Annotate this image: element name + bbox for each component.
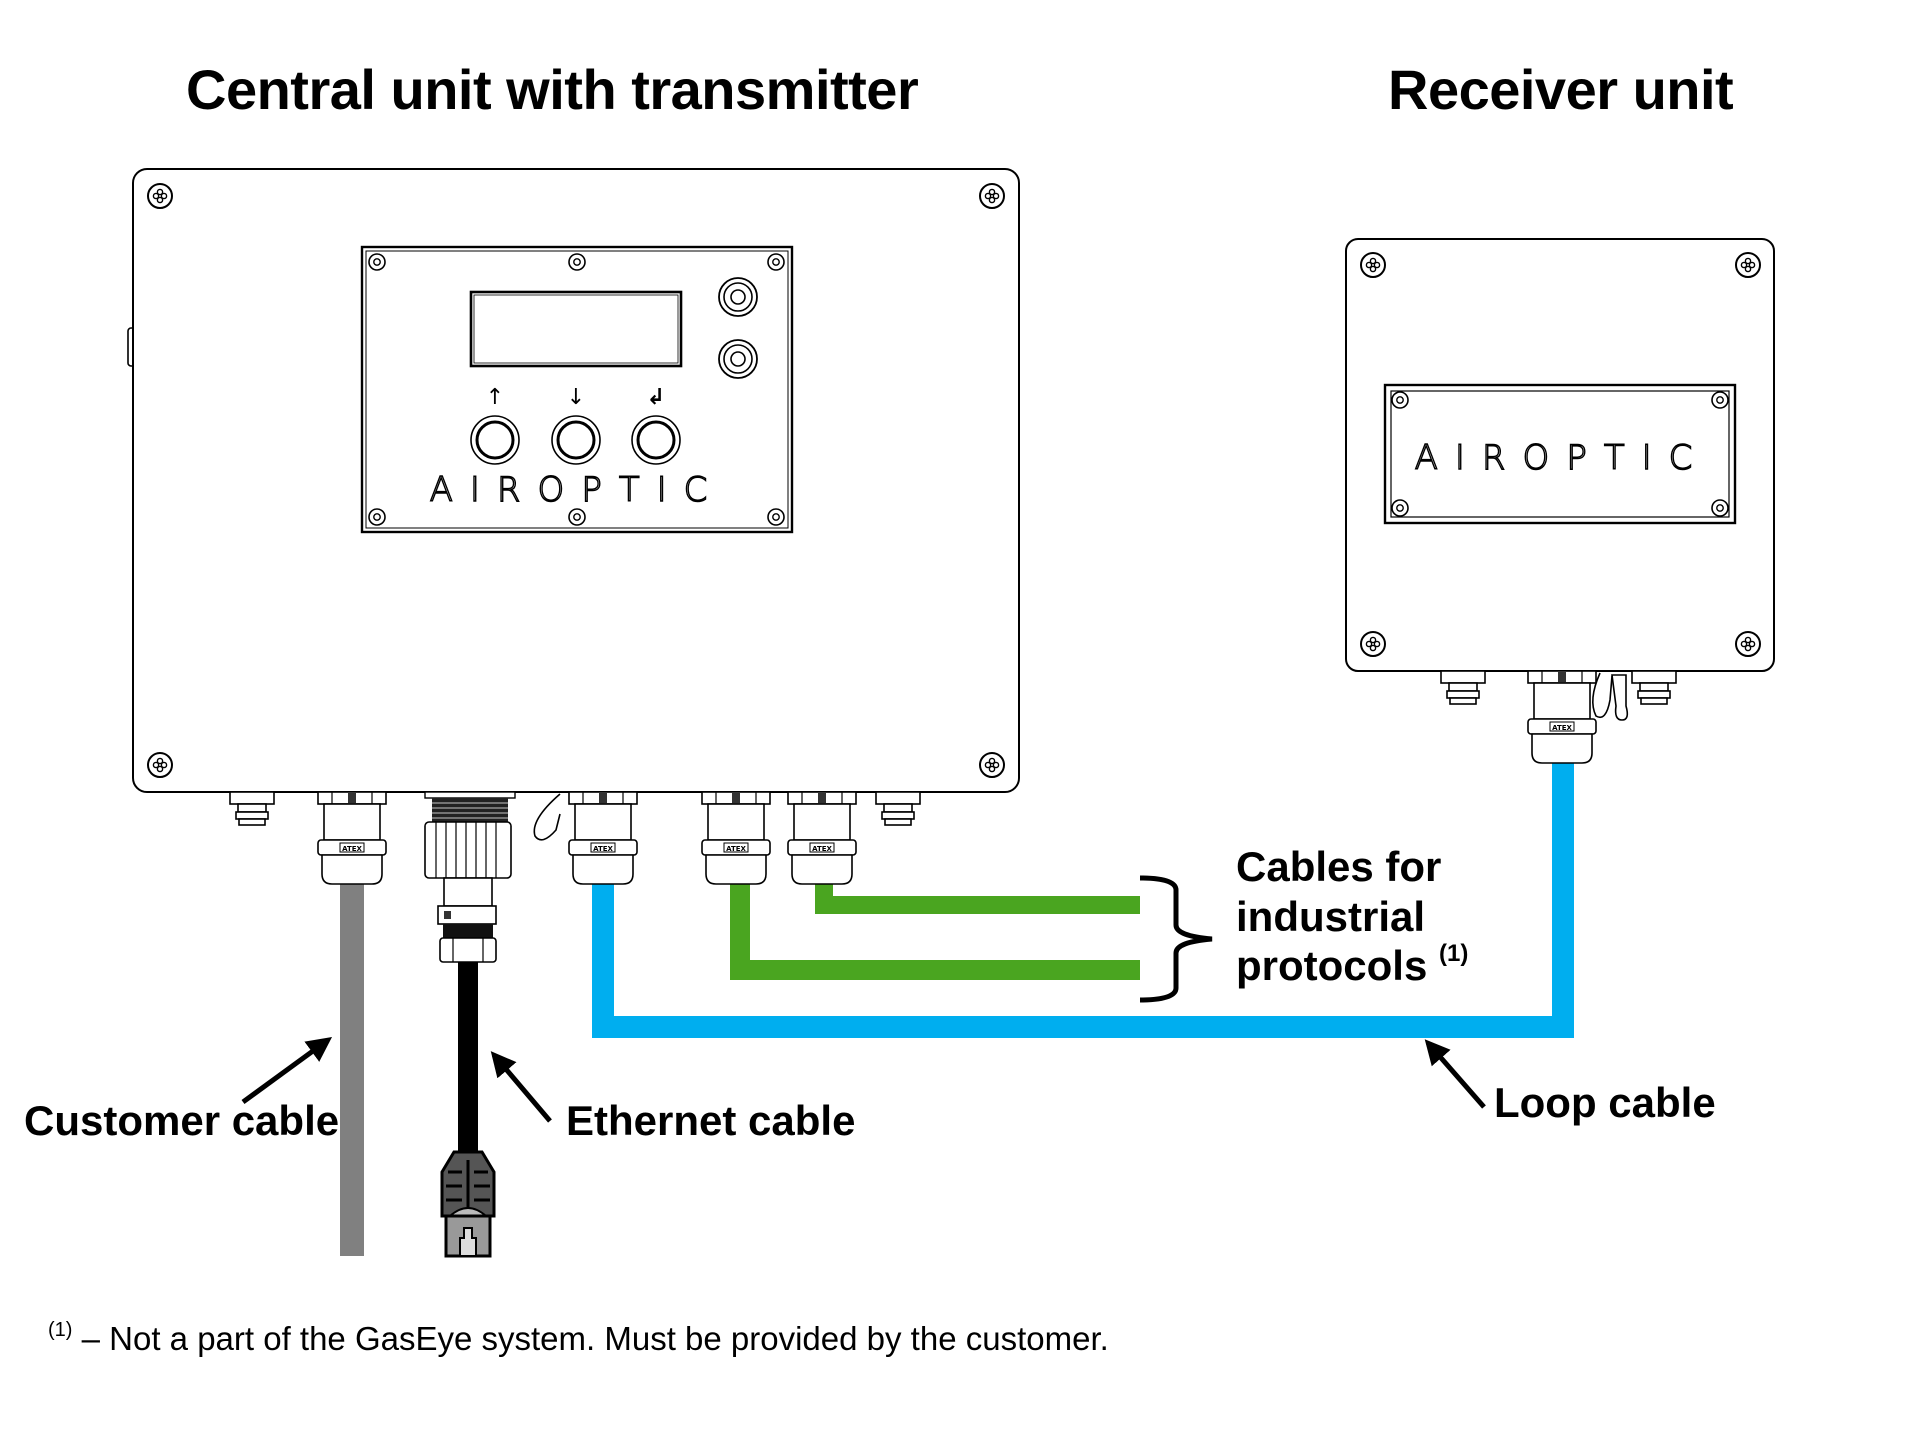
loop-cable-label: Loop cable	[1494, 1079, 1716, 1126]
cable-gland-loop	[568, 791, 638, 885]
cable-gland-industrial-2	[787, 791, 857, 885]
industrial-cable-2	[815, 866, 1140, 914]
vent-plug-icon	[1440, 670, 1486, 705]
customer-cable-arrow	[241, 1037, 333, 1105]
screw-icon	[767, 253, 785, 271]
vent-plug-icon	[1631, 670, 1677, 705]
cable-gland-industrial-1	[701, 791, 771, 885]
brand-plate: AIROPTIC	[1383, 383, 1737, 525]
screw-icon	[1360, 252, 1386, 278]
screw-icon	[767, 508, 785, 526]
rj45-plug-icon	[440, 1150, 496, 1258]
industrial-label-line-3: protocols (1)	[1236, 940, 1469, 991]
screw-icon	[147, 752, 173, 778]
cable-gland-loop-receiver	[1527, 670, 1597, 764]
receiver-unit-title: Receiver unit	[1388, 58, 1734, 121]
screw-icon	[368, 253, 386, 271]
ethernet-cable	[458, 960, 478, 1160]
screw-icon	[1735, 252, 1761, 278]
footnote: (1) – Not a part of the GasEye system. M…	[48, 1319, 1109, 1358]
footnote-text: – Not a part of the GasEye system. Must …	[81, 1320, 1109, 1357]
screw-icon	[979, 183, 1005, 209]
down-button[interactable]	[551, 415, 601, 465]
vent-plug-icon	[229, 791, 275, 826]
gland-cap-strap	[1592, 672, 1613, 719]
brand-logo: AIROPTIC	[430, 470, 725, 510]
arrow-up-icon: ↑	[486, 385, 504, 410]
ethernet-cable-arrow	[490, 1051, 552, 1123]
screw-icon	[1391, 499, 1409, 517]
loop-cable-arrow	[1424, 1039, 1486, 1109]
loop-cable	[592, 746, 1574, 1038]
up-button[interactable]	[470, 415, 520, 465]
screw-icon	[568, 508, 586, 526]
footnote-mark: (1)	[1439, 940, 1469, 968]
industrial-cables-label: Cables for industrial protocols (1)	[1236, 842, 1468, 991]
screw-icon	[1391, 391, 1409, 409]
industrial-cable-1	[730, 866, 1140, 980]
control-panel: ↑ ↓ ↲ AIROPTIC	[360, 245, 794, 534]
industrial-label-line-1: Cables for	[1236, 843, 1442, 890]
industrial-label-line-3-text: protocols	[1236, 942, 1428, 990]
industrial-cables-bracket	[1139, 875, 1213, 1003]
screw-icon	[1711, 391, 1729, 409]
indicator-lamp	[718, 339, 758, 379]
ethernet-connector	[424, 791, 516, 963]
screw-icon	[147, 183, 173, 209]
cable-gland-customer	[317, 791, 387, 885]
receiver-unit: AIROPTIC	[1345, 238, 1775, 764]
enter-icon: ↲	[647, 385, 665, 410]
central-unit: ↑ ↓ ↲ AIROPTIC	[127, 168, 1020, 963]
screw-icon	[1735, 631, 1761, 657]
screw-icon	[568, 253, 586, 271]
lcd-display	[469, 290, 683, 368]
vent-plug-icon	[875, 791, 921, 826]
brand-logo: AIROPTIC	[1415, 438, 1710, 478]
enter-button[interactable]	[631, 415, 681, 465]
screw-icon	[1711, 499, 1729, 517]
ethernet-cable-label: Ethernet cable	[566, 1097, 856, 1144]
customer-cable	[340, 866, 364, 1256]
industrial-label-line-2: industrial	[1236, 892, 1426, 940]
central-unit-title: Central unit with transmitter	[186, 58, 919, 121]
gland-cap-strap	[533, 793, 561, 841]
indicator-lamp	[718, 277, 758, 317]
footnote-mark: (1)	[48, 1319, 73, 1341]
customer-cable-label: Customer cable	[24, 1097, 340, 1144]
screw-icon	[979, 752, 1005, 778]
screw-icon	[368, 508, 386, 526]
arrow-down-icon: ↓	[567, 385, 585, 410]
screw-icon	[1360, 631, 1386, 657]
